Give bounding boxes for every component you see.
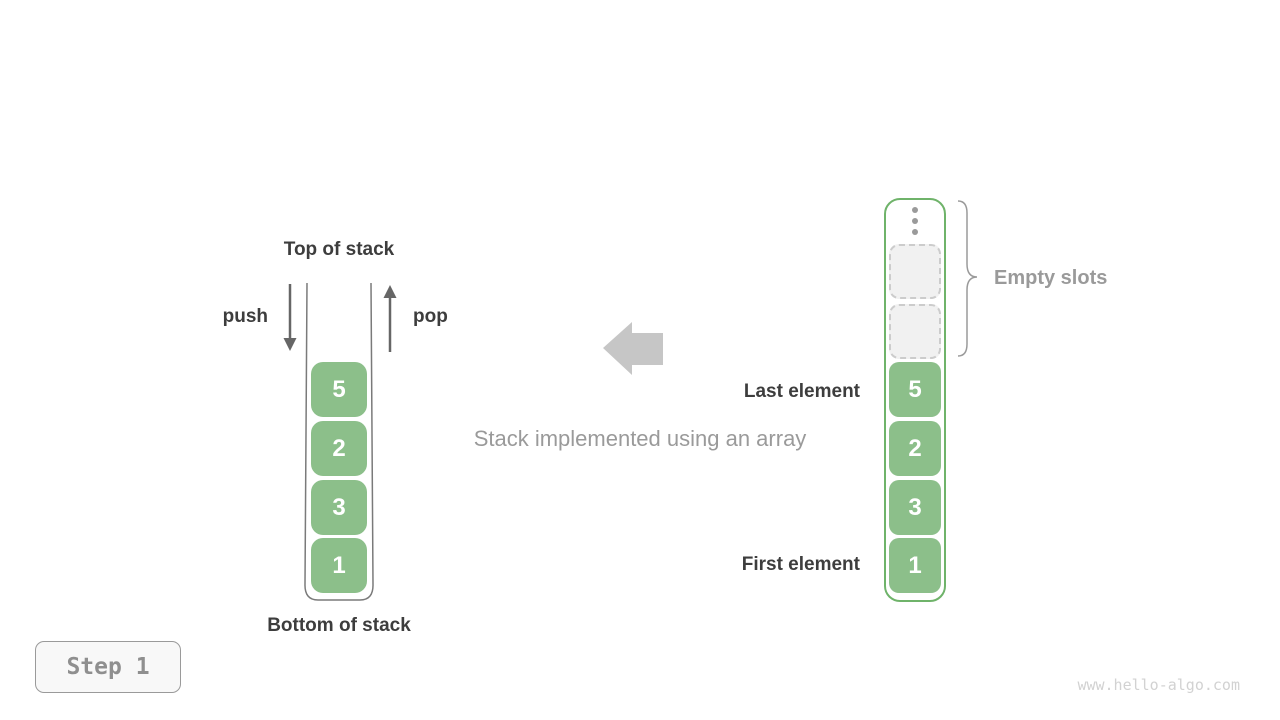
push-label: push xyxy=(222,306,268,327)
last-element-label: Last element xyxy=(743,381,860,402)
array-element: 3 xyxy=(889,480,941,535)
up-arrow-icon xyxy=(383,285,397,352)
curly-brace-icon xyxy=(957,200,978,357)
stack-element: 5 xyxy=(311,362,367,417)
empty-slots-label: Empty slots xyxy=(994,267,1108,289)
ellipsis-dot xyxy=(912,207,918,213)
stack-element: 3 xyxy=(311,480,367,535)
empty-slot xyxy=(889,244,941,299)
vertical-ellipsis-icon xyxy=(884,207,946,235)
array-element: 1 xyxy=(889,538,941,593)
bottom-of-stack-label: Bottom of stack xyxy=(267,615,411,636)
ellipsis-dot xyxy=(912,229,918,235)
array-element: 2 xyxy=(889,421,941,476)
empty-slot xyxy=(889,304,941,359)
array-element: 5 xyxy=(889,362,941,417)
stack-element: 2 xyxy=(311,421,367,476)
ellipsis-dot xyxy=(912,218,918,224)
first-element-label: First element xyxy=(741,554,860,575)
left-arrow-icon xyxy=(603,322,663,375)
pop-label: pop xyxy=(413,306,448,327)
stack-element: 1 xyxy=(311,538,367,593)
diagram-caption: Stack implemented using an array xyxy=(473,426,807,451)
top-of-stack-label: Top of stack xyxy=(283,239,395,260)
watermark: www.hello-algo.com xyxy=(1077,676,1240,694)
step-badge: Step 1 xyxy=(35,641,181,693)
down-arrow-icon xyxy=(283,284,297,351)
